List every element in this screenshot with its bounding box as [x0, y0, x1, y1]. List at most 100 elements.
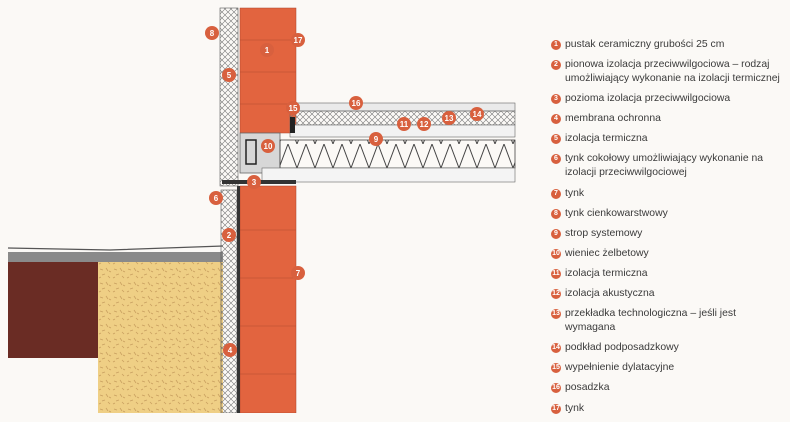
legend-text: strop systemowy	[565, 227, 643, 239]
legend-text: izolacja termiczna	[565, 267, 648, 279]
legend-item: 12 izolacja akustyczna	[551, 287, 787, 301]
legend-item: 6 tynk cokołowy umożliwiający wykonanie n…	[551, 152, 787, 180]
legend-number-badge: 8	[551, 208, 561, 219]
legend-item: 10 wieniec żelbetowy	[551, 247, 787, 261]
svg-text:16: 16	[352, 99, 361, 108]
lower-brick-joints	[240, 229, 296, 375]
callout-5: 5	[222, 68, 236, 82]
slab-soffit	[261, 167, 516, 183]
legend-text: pionowa izolacja przeciwwilgociowa – rod…	[565, 59, 780, 85]
svg-text:10: 10	[264, 142, 273, 151]
legend-item: 8 tynk cienkowarstwowy	[551, 207, 787, 221]
legend-number-badge: 9	[551, 228, 561, 239]
vertical-waterproofing	[237, 186, 240, 413]
callout-7: 7	[291, 266, 305, 280]
ground-surface-line	[7, 245, 224, 251]
legend-number-badge: 13	[551, 309, 561, 320]
callout-1: 1	[260, 43, 274, 57]
legend-text: tynk	[565, 402, 585, 414]
callout-8: 8	[205, 26, 219, 40]
legend-text: tynk cokołowy umożliwiający wykonanie na…	[565, 153, 764, 179]
callouts: 1 2 3 4 5 6 7 8 9 10 11 12 13 14 15 16 1…	[205, 26, 484, 357]
legend-text: wieniec żelbetowy	[565, 247, 649, 259]
callout-10: 10	[261, 139, 275, 153]
legend-text: izolacja termiczna	[565, 133, 648, 145]
callout-13: 13	[442, 111, 456, 125]
svg-text:15: 15	[289, 104, 298, 113]
legend-item: 14 podkład podposadzkowy	[551, 341, 787, 355]
legend-number-badge: 11	[551, 268, 561, 279]
ring-beam-rebar	[245, 139, 257, 165]
callout-17: 17	[291, 33, 305, 47]
legend-item: 17 tynk	[551, 402, 787, 416]
soil-backfill	[98, 253, 223, 413]
callout-12: 12	[417, 117, 431, 131]
upper-wall	[219, 7, 297, 187]
system-slab	[279, 139, 516, 169]
legend-number-badge: 1	[551, 40, 561, 50]
legend-item: 11 izolacja termiczna	[551, 267, 787, 281]
legend-text: tynk cienkowarstwowy	[565, 207, 668, 219]
legend-text: izolacja akustyczna	[565, 288, 655, 300]
legend-number-badge: 7	[551, 188, 561, 199]
callout-14: 14	[470, 107, 484, 121]
svg-text:6: 6	[214, 194, 219, 203]
callout-16: 16	[349, 96, 363, 110]
svg-text:8: 8	[210, 29, 215, 38]
svg-text:2: 2	[227, 231, 232, 240]
legend-number-badge: 17	[551, 403, 561, 414]
floor-slab	[222, 102, 516, 184]
svg-text:14: 14	[473, 110, 482, 119]
legend-text: przekładka technologiczna – jeśli jest w…	[565, 308, 736, 334]
svg-text:9: 9	[374, 135, 379, 144]
svg-text:5: 5	[227, 71, 232, 80]
legend-text: tynk	[565, 187, 585, 199]
lower-wall	[220, 185, 297, 413]
callout-9: 9	[369, 132, 383, 146]
legend-item: 13 przekładka technologiczna – jeśli jest…	[551, 307, 787, 335]
dark-soil	[8, 262, 105, 358]
svg-text:17: 17	[294, 36, 303, 45]
legend-text: pozioma izolacja przeciwwilgociowa	[565, 93, 731, 105]
svg-text:7: 7	[296, 269, 301, 278]
svg-text:1: 1	[265, 46, 270, 55]
legend-number-badge: 2	[551, 60, 561, 71]
upper-brick-joints	[240, 39, 296, 105]
expansion-joint	[290, 117, 295, 133]
legend-number-badge: 10	[551, 248, 561, 259]
legend-number-badge: 6	[551, 154, 561, 165]
legend-number-badge: 5	[551, 134, 561, 145]
svg-text:4: 4	[228, 346, 233, 355]
callout-11: 11	[397, 117, 411, 131]
soil-top-band	[8, 252, 223, 262]
legend-number-badge: 14	[551, 343, 561, 354]
legend-text: membrana ochronna	[565, 113, 661, 125]
legend-text: podkład podposadzkowy	[565, 342, 679, 354]
lower-insulation	[220, 189, 238, 413]
callout-2: 2	[222, 228, 236, 242]
wall-floor-section-drawing: 1 2 3 4 5 6 7 8 9 10 11 12 13 14 15 16 1…	[7, 7, 516, 413]
callout-15: 15	[286, 101, 300, 115]
legend-text: posadzka	[565, 382, 610, 394]
ground	[7, 245, 224, 413]
svg-text:12: 12	[420, 120, 429, 129]
legend-item: 2 pionowa izolacja przeciwwilgociowa – ro…	[551, 58, 787, 86]
legend-item: 9 strop systemowy	[551, 227, 787, 241]
legend-number-badge: 4	[551, 114, 561, 125]
lower-brick-wall	[239, 185, 297, 413]
callout-6: 6	[209, 191, 223, 205]
upper-insulation	[219, 7, 239, 187]
svg-text:3: 3	[252, 178, 257, 187]
legend-number-badge: 12	[551, 289, 561, 300]
svg-text:11: 11	[400, 120, 409, 129]
legend-item: 5 izolacja termiczna	[551, 132, 787, 146]
legend-text: wypełnienie dylatacyjne	[565, 362, 675, 374]
svg-text:13: 13	[445, 114, 454, 123]
legend-item: 7 tynk	[551, 187, 787, 201]
callout-4: 4	[223, 343, 237, 357]
